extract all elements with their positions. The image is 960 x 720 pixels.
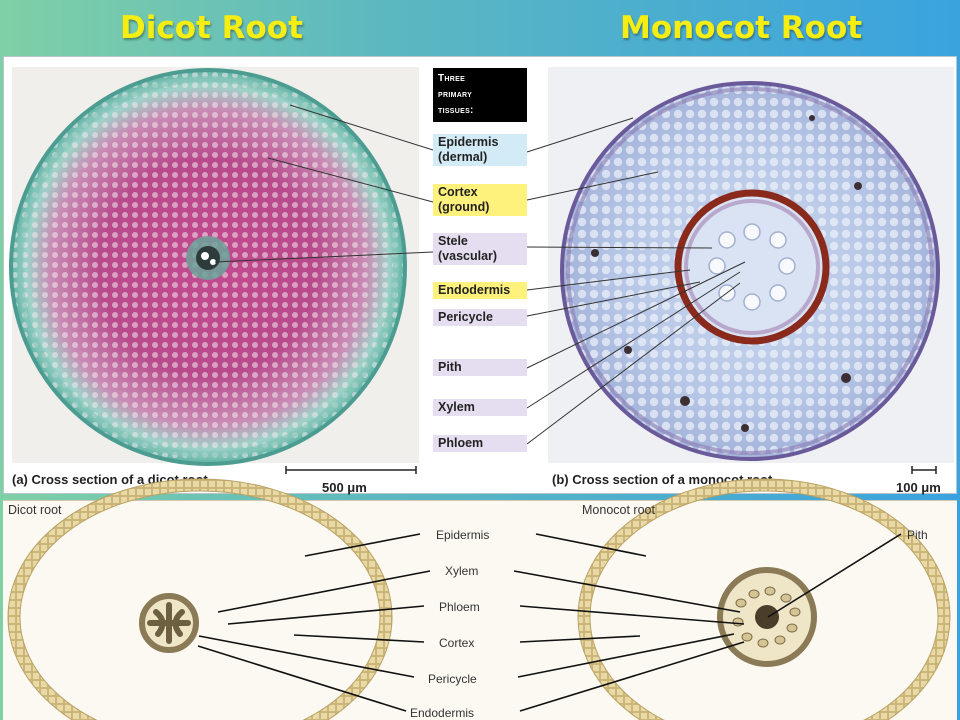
diagram-label-phloem: Phloem	[439, 600, 480, 614]
label-phloem: Phloem	[433, 435, 527, 452]
diagram-label-pericycle: Pericycle	[428, 672, 477, 686]
label-text: Pith	[438, 360, 462, 374]
micrograph-leader-lines	[214, 104, 746, 445]
diagram-label-cortex: Cortex	[439, 636, 475, 650]
label-text: Phloem	[438, 436, 484, 450]
diagram-leader-lines	[197, 533, 902, 712]
label-epidermis-dermal: Epidermis (dermal)	[433, 134, 527, 166]
dicot-root-title: Dicot Root	[120, 10, 303, 46]
label-stele-vascular: Stele (vascular)	[433, 233, 527, 265]
legend-heading: Three primary tissues:	[433, 68, 527, 122]
diagram-label-dicot: Dicot root	[8, 503, 62, 517]
label-pith: Pith	[433, 359, 527, 376]
diagram-label-endodermis: Endodermis	[410, 706, 475, 720]
diagram-label-epidermis: Epidermis	[436, 528, 490, 542]
legend-heading-line3: tissues:	[438, 105, 474, 116]
label-text: Endodermis	[438, 283, 511, 297]
label-text: Stele	[438, 234, 468, 248]
dicot-diagram	[7, 478, 393, 720]
monocot-root-title: Monocot Root	[620, 10, 863, 46]
diagram-label-pith: Pith	[907, 528, 928, 542]
label-text: Cortex	[438, 185, 478, 199]
label-pericycle: Pericycle	[433, 309, 527, 326]
label-text: (dermal)	[438, 150, 488, 164]
scale-label-a: 500 μm	[322, 480, 367, 495]
diagram-label-xylem: Xylem	[445, 564, 479, 578]
label-text: Pericycle	[438, 310, 493, 324]
label-cortex-ground: Cortex (ground)	[433, 184, 527, 216]
legend-heading-line2: primary	[438, 89, 473, 100]
label-text: (ground)	[438, 200, 490, 214]
legend-heading-line1: Three	[438, 73, 466, 84]
monocot-diagram	[577, 478, 951, 720]
label-text: Xylem	[438, 400, 475, 414]
scale-label-b: 100 μm	[896, 480, 941, 495]
label-text: Epidermis	[438, 135, 499, 149]
monocot-cross-section	[560, 81, 940, 461]
diagram-label-monocot: Monocot root	[582, 503, 655, 517]
label-endodermis: Endodermis	[433, 282, 527, 299]
label-text: (vascular)	[438, 249, 498, 263]
label-xylem: Xylem	[433, 399, 527, 416]
